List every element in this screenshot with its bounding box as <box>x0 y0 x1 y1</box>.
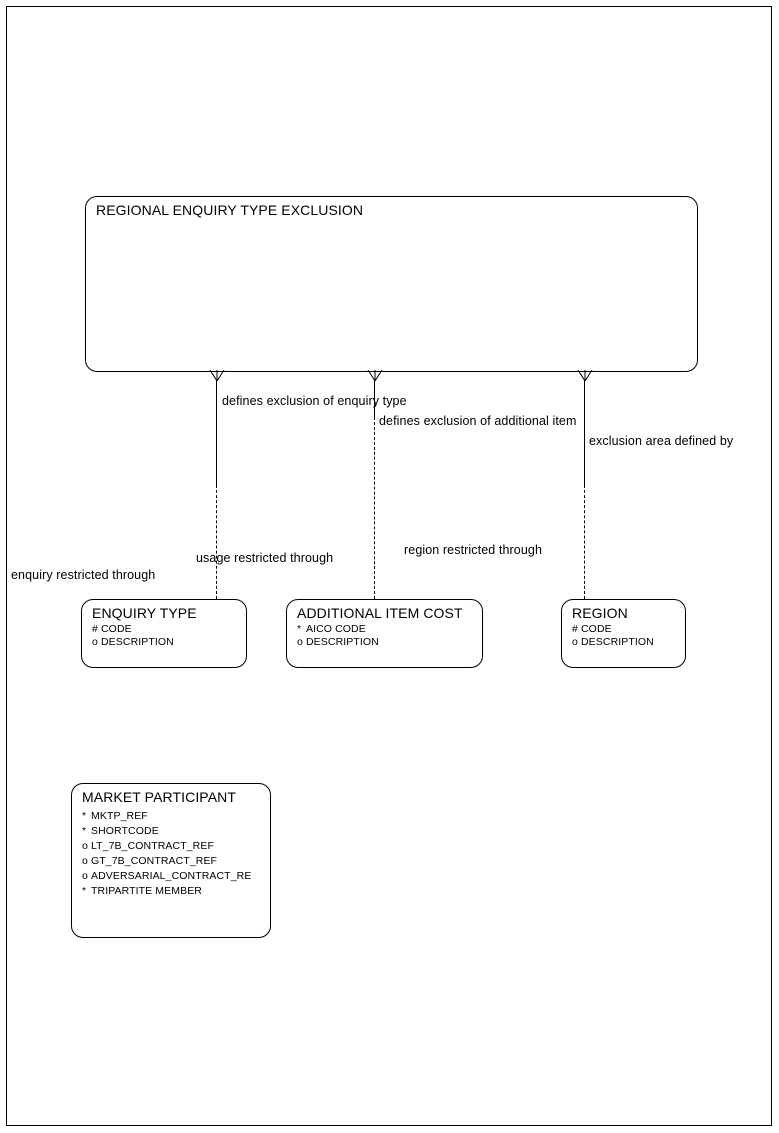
attribute-marker: o <box>82 855 88 867</box>
relationship-label-region-restricted-through: region restricted through <box>404 543 542 557</box>
attribute-marker: * <box>297 623 302 635</box>
attribute-row: * SHORTCODE <box>82 824 251 839</box>
entity-title: REGION <box>572 605 628 621</box>
attribute-label: GT_7B_CONTRACT_REF <box>91 855 218 867</box>
relationship-line-additional-item-dashed[interactable] <box>374 417 375 599</box>
attribute-label: DESCRIPTION <box>581 635 654 648</box>
entity-regional-enquiry-type-exclusion[interactable]: REGIONAL ENQUIRY TYPE EXCLUSION <box>85 196 698 372</box>
attribute-marker: * <box>82 825 87 837</box>
relationship-label-defines-exclusion-additional-item: defines exclusion of additional item <box>379 414 577 428</box>
attribute-row: * TRIPARTITE MEMBER <box>82 884 251 899</box>
attribute-label: CODE <box>581 623 612 635</box>
attribute-label: SHORTCODE <box>91 825 159 837</box>
attribute-marker: * <box>82 810 87 822</box>
relationship-line-region-dashed[interactable] <box>584 485 585 599</box>
entity-title: REGIONAL ENQUIRY TYPE EXCLUSION <box>96 202 364 218</box>
relationship-label-exclusion-area-defined-by: exclusion area defined by <box>589 434 734 448</box>
attribute-label: TRIPARTITE MEMBER <box>91 885 202 897</box>
attribute-marker: o <box>82 870 88 882</box>
crowsfoot-icon-region <box>577 370 593 382</box>
attribute-marker: o <box>82 840 88 852</box>
entity-market-participant[interactable]: MARKET PARTICIPANT *MKTP_REF *SHORTCODE … <box>71 783 271 938</box>
attribute-label: DESCRIPTION <box>101 635 174 648</box>
crowsfoot-icon-enquiry-type <box>209 370 225 382</box>
attribute-label: ADVERSARIAL_CONTRACT_RE <box>91 870 252 882</box>
attribute-label: CODE <box>101 623 132 635</box>
relationship-line-enquiry-type-solid[interactable] <box>216 381 217 485</box>
attribute-marker: o <box>572 635 578 648</box>
attribute-row: * AICO CODE <box>297 623 379 636</box>
attribute-marker: o <box>92 635 98 648</box>
relationship-label-enquiry-restricted-through: enquiry restricted through <box>11 568 156 582</box>
attribute-marker: # <box>92 623 98 635</box>
entity-title: ADDITIONAL ITEM COST <box>297 605 463 621</box>
attribute-marker: # <box>572 623 578 635</box>
entity-title: ENQUIRY TYPE <box>92 605 197 621</box>
relationship-label-usage-restricted-through: usage restricted through <box>196 551 334 565</box>
relationship-line-enquiry-type-dashed[interactable] <box>216 485 217 599</box>
attribute-marker: o <box>297 635 303 648</box>
attribute-label: AICO CODE <box>306 623 366 635</box>
attribute-marker: * <box>82 885 87 897</box>
attribute-label: LT_7B_CONTRACT_REF <box>91 840 214 852</box>
attribute-row: #CODE <box>92 623 174 636</box>
relationship-line-additional-item-solid[interactable] <box>374 381 375 417</box>
attribute-label: DESCRIPTION <box>306 635 379 648</box>
relationship-line-region-solid[interactable] <box>584 381 585 485</box>
relationship-label-defines-exclusion-enquiry-type: defines exclusion of enquiry type <box>222 394 407 408</box>
crowsfoot-icon-additional-item-cost <box>367 370 383 382</box>
attribute-row: * MKTP_REF <box>82 809 251 824</box>
entity-title: MARKET PARTICIPANT <box>82 789 237 805</box>
attribute-row: #CODE <box>572 623 654 636</box>
page-border <box>6 6 772 1126</box>
attribute-label: MKTP_REF <box>91 810 148 822</box>
